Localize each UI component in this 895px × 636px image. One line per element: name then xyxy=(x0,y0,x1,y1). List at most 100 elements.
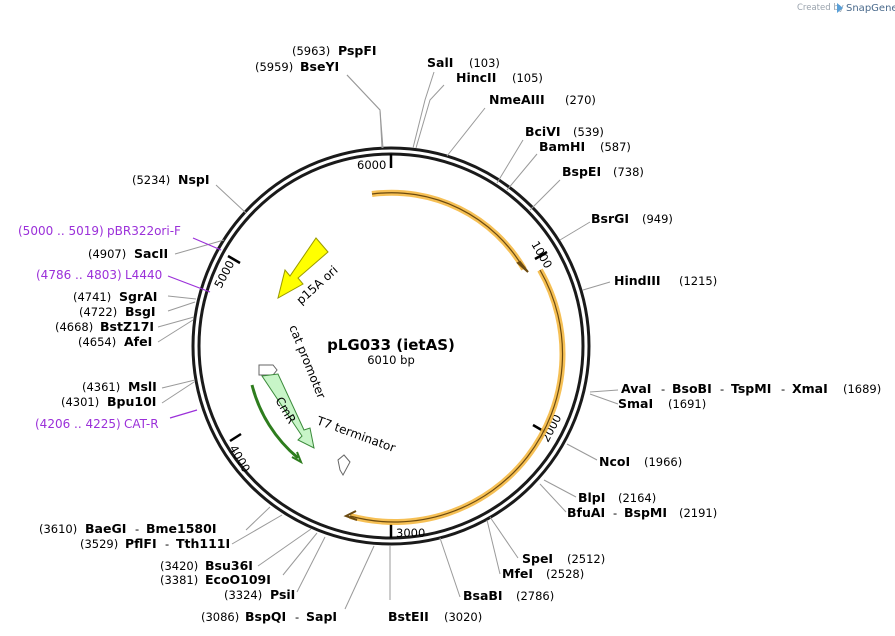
enzyme-eco0109i[interactable]: EcoO109I xyxy=(205,572,271,587)
primer-leader-lines xyxy=(167,237,222,419)
enzyme-avai[interactable]: AvaI xyxy=(621,381,651,396)
enzyme-bsabi[interactable]: BsaBI xyxy=(463,588,503,603)
enzyme-blpi[interactable]: BlpI xyxy=(578,490,605,505)
enzyme-pflfi-pos: (3529) xyxy=(80,537,118,551)
enzyme-xmai[interactable]: XmaI xyxy=(792,381,828,396)
plasmid-name: pLG033 (ietAS) xyxy=(327,336,455,354)
enzyme-sgrai[interactable]: SgrAI xyxy=(119,289,157,304)
enzyme-bsgi[interactable]: BsgI xyxy=(125,304,156,319)
enzyme-psii[interactable]: PsiI xyxy=(270,587,295,602)
enzyme-bfuai-pos: (2191) xyxy=(679,506,717,520)
enzyme-leader-lines xyxy=(157,71,619,610)
enzyme-nmeaiii[interactable]: NmeAIII xyxy=(489,92,545,107)
enzyme-ava-sep2: - xyxy=(720,382,724,396)
enzyme-blpi-pos: (2164) xyxy=(618,491,656,505)
enzyme-bsgi-pos: (4722) xyxy=(79,305,117,319)
enzyme-pspfi[interactable]: PspFI xyxy=(338,43,377,58)
enzyme-bpu10i-pos: (4301) xyxy=(61,395,99,409)
tick-5000: 5000 xyxy=(211,258,237,290)
enzyme-hindiii[interactable]: HindIII xyxy=(614,273,661,288)
enzyme-ncoi-pos: (1966) xyxy=(644,455,682,469)
enzyme-nmeaiii-pos: (270) xyxy=(565,93,596,107)
enzyme-psii-pos: (3324) xyxy=(224,588,262,602)
t7-terminator-feature xyxy=(337,454,351,477)
enzyme-bspmi[interactable]: BspMI xyxy=(624,505,667,520)
enzyme-bsrgi[interactable]: BsrGI xyxy=(591,211,629,226)
enzyme-hindiii-pos: (1215) xyxy=(679,274,717,288)
tick-6000: 6000 xyxy=(357,158,386,172)
primer-l4440-range: (4786 .. 4803) xyxy=(36,268,122,282)
enzyme-smai[interactable]: SmaI xyxy=(618,396,653,411)
enzyme-tth111i[interactable]: Tth111I xyxy=(176,536,230,551)
primer-pbr322ori-f-range: (5000 .. 5019) xyxy=(18,224,104,238)
enzyme-bfuai-sep: - xyxy=(613,506,617,520)
enzyme-sali[interactable]: SalI xyxy=(427,55,453,70)
enzyme-ava-pos: (1689) xyxy=(843,382,881,396)
p15a-ori-feature xyxy=(277,237,329,300)
enzyme-ava-sep3: - xyxy=(781,382,785,396)
enzyme-bsu36i[interactable]: Bsu36I xyxy=(205,558,253,573)
enzyme-bamhi[interactable]: BamHI xyxy=(539,139,585,154)
cat-promoter-label: cat promoter xyxy=(286,323,328,401)
enzyme-bfuai[interactable]: BfuAI xyxy=(567,505,605,520)
enzyme-bsteii[interactable]: BstEII xyxy=(388,609,429,624)
orange-feature-arc-main xyxy=(343,268,566,525)
enzyme-eco0109i-pos: (3381) xyxy=(160,573,198,587)
created-by-text: Created by xyxy=(797,3,844,13)
plasmid-length: 6010 bp xyxy=(367,353,415,367)
enzyme-baegi-pos: (3610) xyxy=(39,522,77,536)
enzyme-smai-pos: (1691) xyxy=(668,397,706,411)
t7-terminator-label: T7 terminator xyxy=(314,413,397,455)
enzyme-spei[interactable]: SpeI xyxy=(522,551,553,566)
enzyme-sapi[interactable]: SapI xyxy=(306,609,337,624)
enzyme-tspmi[interactable]: TspMI xyxy=(731,381,771,396)
enzyme-ncoi[interactable]: NcoI xyxy=(599,454,630,469)
primer-l4440[interactable]: L4440 xyxy=(125,268,162,282)
enzyme-bspei[interactable]: BspEI xyxy=(562,164,601,179)
enzyme-bpu10i[interactable]: Bpu10I xyxy=(107,394,156,409)
enzyme-sgrai-pos: (4741) xyxy=(73,290,111,304)
enzyme-mfei-pos: (2528) xyxy=(546,567,584,581)
snapgene-brand: SnapGene xyxy=(846,3,895,14)
enzyme-bme1580i[interactable]: Bme1580I xyxy=(146,521,216,536)
enzyme-nspi[interactable]: NspI xyxy=(178,172,210,187)
enzyme-bspqi[interactable]: BspQI xyxy=(245,609,286,624)
primer-pbr322ori-f[interactable]: pBR322ori-F xyxy=(107,224,181,238)
enzyme-bsabi-pos: (2786) xyxy=(516,589,554,603)
enzyme-bstz17i[interactable]: BstZ17I xyxy=(100,319,154,334)
enzyme-bspqi-sep: - xyxy=(295,610,299,624)
enzyme-bsrgi-pos: (949) xyxy=(642,212,673,226)
enzyme-ava-sep1: - xyxy=(661,382,665,396)
tick-1000: 1000 xyxy=(528,239,555,271)
snapgene-logo-icon xyxy=(837,3,843,13)
cmr-feature xyxy=(261,373,315,449)
enzyme-pspfi-pos: (5963) xyxy=(292,44,330,58)
tick-marks xyxy=(227,154,548,538)
enzyme-baegi[interactable]: BaeGI xyxy=(85,521,126,536)
enzyme-hincii[interactable]: HincII xyxy=(456,70,496,85)
enzyme-bcivi[interactable]: BciVI xyxy=(525,124,561,139)
enzyme-pflfi[interactable]: PflFI xyxy=(125,536,157,551)
enzyme-baegi-sep: - xyxy=(135,522,139,536)
enzyme-bsobi[interactable]: BsoBI xyxy=(672,381,712,396)
enzyme-bspqi-pos: (3086) xyxy=(201,610,239,624)
enzyme-hincii-pos: (105) xyxy=(512,71,543,85)
cmr-outer-arrow xyxy=(250,384,303,465)
enzyme-bamhi-pos: (587) xyxy=(600,140,631,154)
enzyme-afei[interactable]: AfeI xyxy=(124,334,152,349)
enzyme-nspi-pos: (5234) xyxy=(132,173,170,187)
primer-cat-r-range: (4206 .. 4225) xyxy=(35,417,121,431)
enzyme-mfei[interactable]: MfeI xyxy=(502,566,533,581)
enzyme-bcivi-pos: (539) xyxy=(573,125,604,139)
orange-feature-arc-top xyxy=(371,189,529,273)
enzyme-sacii[interactable]: SacII xyxy=(134,246,168,261)
enzyme-sali-pos: (103) xyxy=(469,56,500,70)
primer-cat-r[interactable]: CAT-R xyxy=(124,417,159,431)
enzyme-sacii-pos: (4907) xyxy=(88,247,126,261)
enzyme-spei-pos: (2512) xyxy=(567,552,605,566)
enzyme-msli[interactable]: MslI xyxy=(128,379,157,394)
tick-4000: 4000 xyxy=(226,443,253,475)
enzyme-msli-pos: (4361) xyxy=(82,380,120,394)
enzyme-bseyi[interactable]: BseYI xyxy=(300,59,339,74)
